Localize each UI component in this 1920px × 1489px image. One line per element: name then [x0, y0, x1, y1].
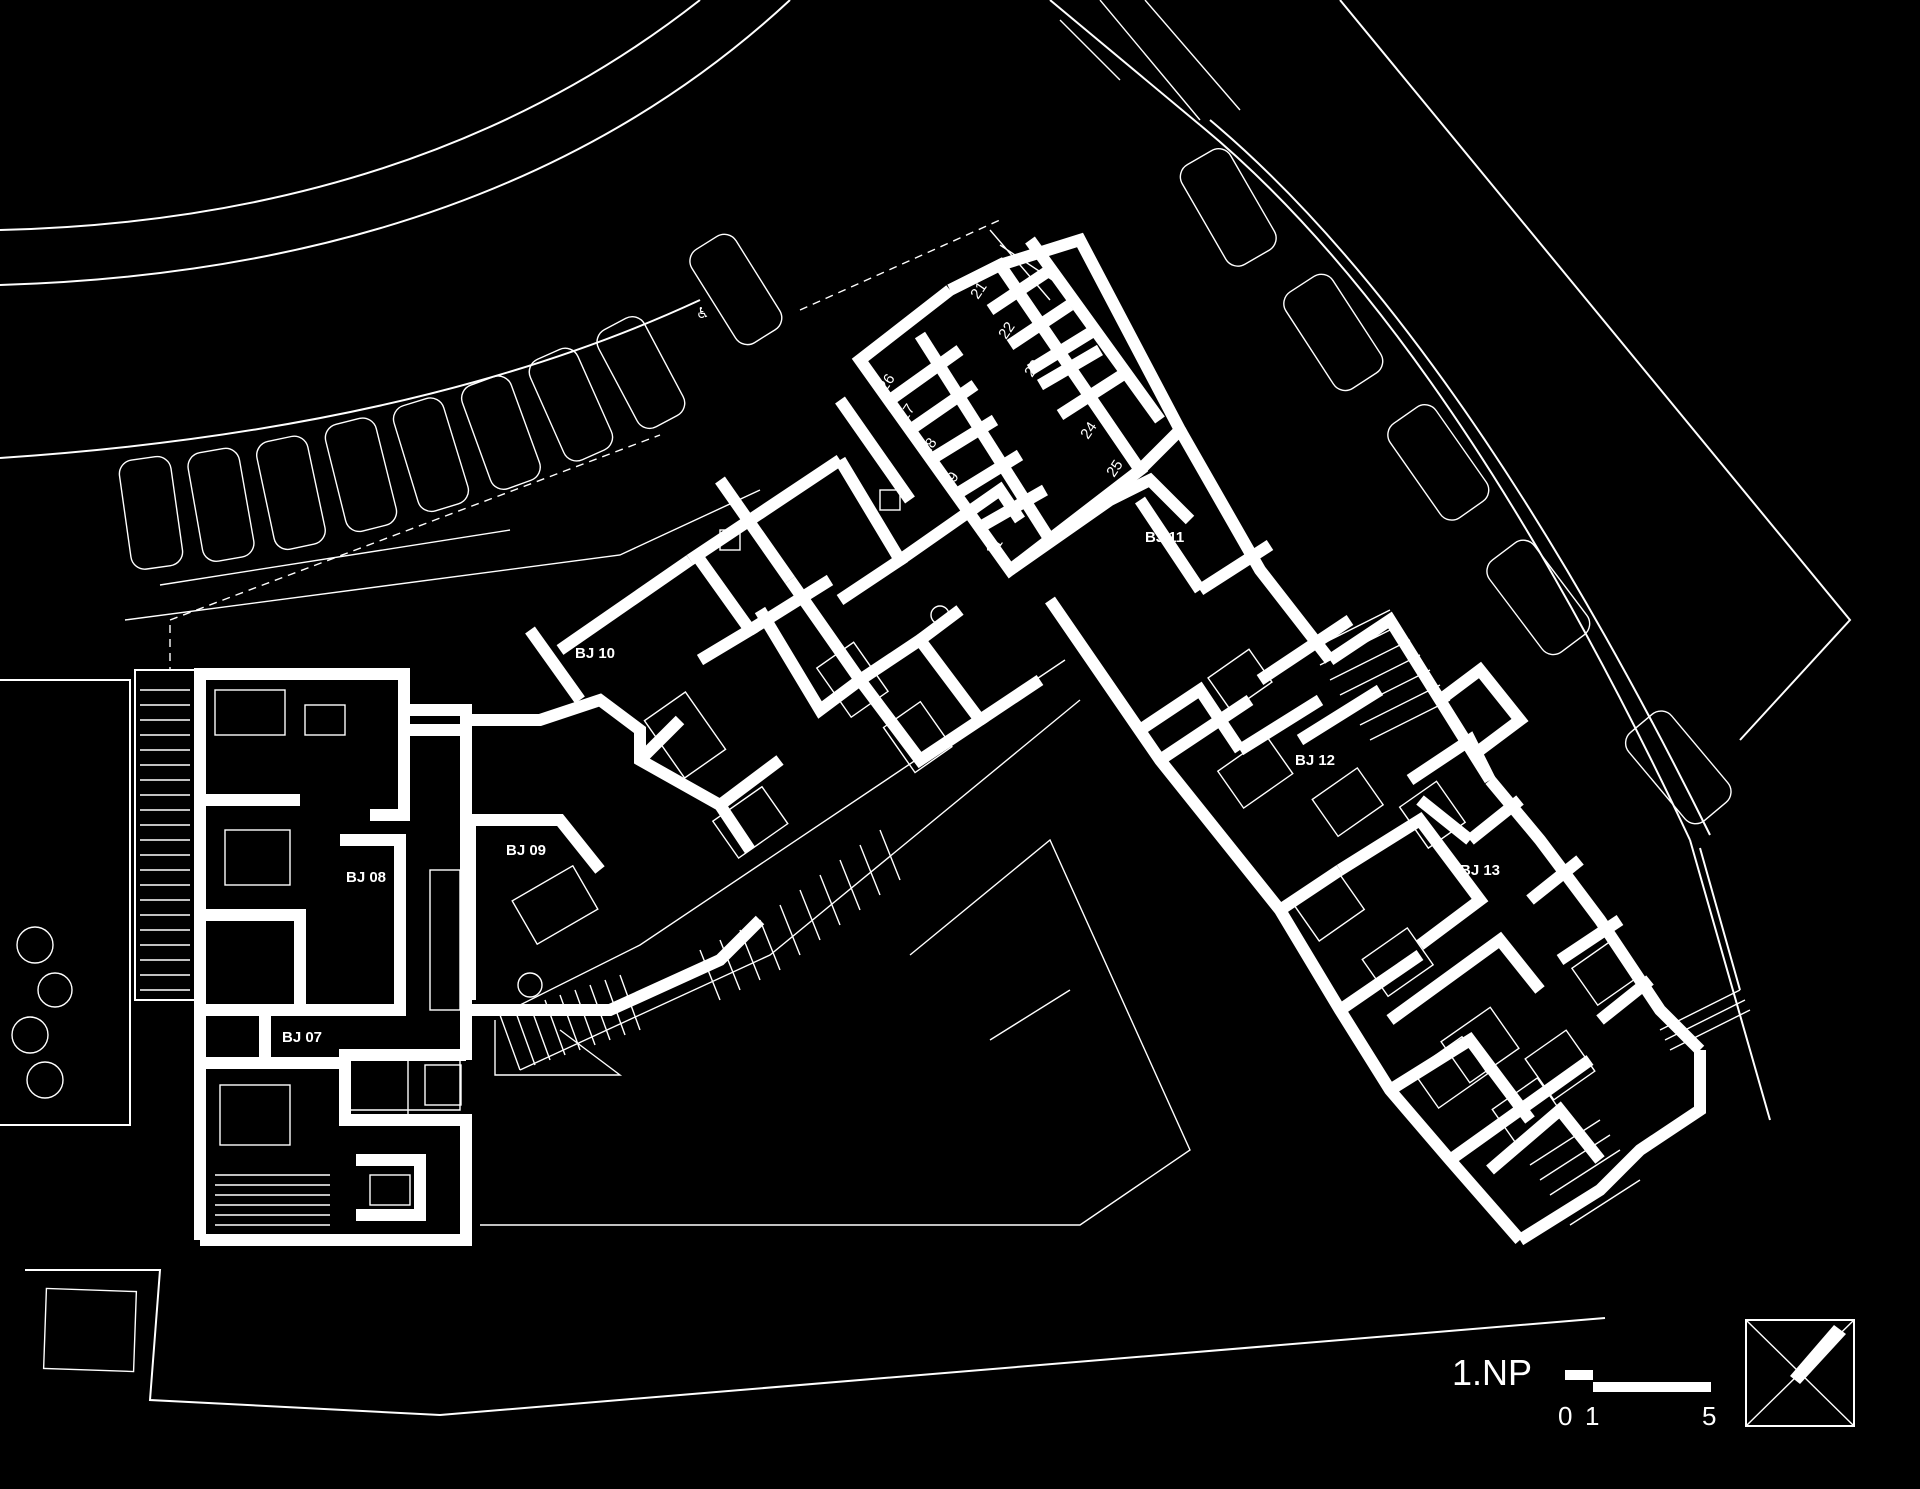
south-boundary: [25, 1269, 1606, 1417]
storage-number: 23: [1021, 357, 1044, 380]
tree-icon: [11, 926, 73, 1099]
scale-label-1: 1: [1585, 1401, 1599, 1431]
storage-number: 26: [875, 371, 898, 394]
unit-label-bj09: BJ 09: [506, 842, 546, 859]
storage-number: 28: [917, 435, 940, 458]
left-garden: [0, 669, 196, 1126]
unit-labels: BJ 07 BJ 08 BJ 09 BJ 10 BJ 11 BJ 12 BJ 1…: [282, 529, 1500, 1046]
storage-number: 25: [1103, 457, 1126, 480]
unit-label-bj11: BJ 11: [1145, 529, 1184, 546]
storage-number: 30: [961, 501, 984, 524]
building-west: [194, 668, 472, 1246]
garden-steps: [140, 689, 190, 991]
storage-numbers: 21 22 23 24 25 26 27 28 29 30 31: [875, 279, 1126, 558]
scale-bar: 0 1 5: [1558, 1370, 1716, 1431]
east-entrance-steps: [1659, 989, 1751, 1051]
storage-number: 27: [895, 401, 918, 424]
unit-label-bj07: BJ 07: [282, 1029, 322, 1046]
building-east: [989, 229, 1751, 1246]
unit-label-bj10: BJ 10: [575, 645, 615, 662]
courtyard-outline: [480, 838, 1191, 1226]
parking-row-east: [1059, 0, 1732, 825]
west-stairs: [347, 724, 466, 1121]
storage-number: 22: [995, 319, 1018, 342]
unit-label-bj08: BJ 08: [346, 869, 386, 886]
storage-number: 29: [939, 469, 962, 492]
dashed-overhang: [169, 219, 1001, 670]
parking-row-west: [118, 233, 783, 621]
east-stairs: [989, 229, 1641, 1226]
building-middle: [464, 396, 1081, 1076]
scale-label-5: 5: [1702, 1401, 1716, 1431]
south-terrace-steps: [499, 659, 1081, 1071]
north-arrow-icon: [1745, 1319, 1855, 1427]
unit-label-bj13: BJ 13: [1460, 862, 1500, 879]
site-boundary: [1049, 0, 1852, 1121]
unit-label-bj12: BJ 12: [1295, 752, 1335, 769]
scale-label-0: 0: [1558, 1401, 1572, 1431]
storage-number: 24: [1077, 419, 1100, 442]
curved-road: [0, 0, 791, 459]
accessible-parking-icon: ♿: [696, 305, 709, 322]
storage-number: 31: [983, 535, 1006, 558]
floor-level-title: 1.NP: [1452, 1352, 1532, 1393]
storage-number: 21: [967, 279, 990, 302]
